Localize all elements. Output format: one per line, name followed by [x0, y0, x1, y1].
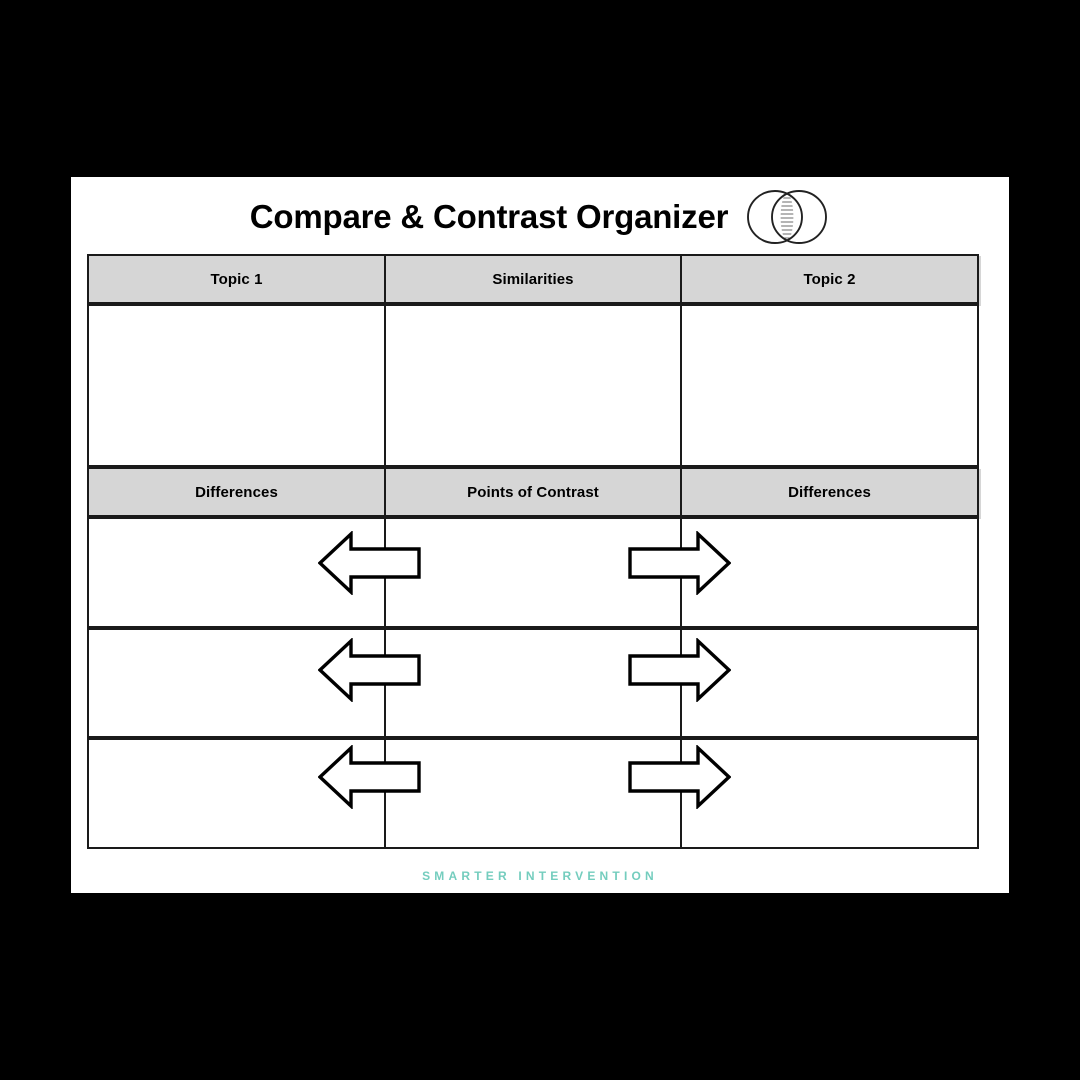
- header-label: Topic 1: [210, 270, 263, 288]
- header-label: Differences: [788, 483, 871, 501]
- header-cell-topic-1: Topic 1: [87, 254, 386, 304]
- venn-diagram-icon: [747, 189, 828, 244]
- arrow-right-icon[interactable]: [628, 745, 731, 809]
- arrow-pair-row-3: [87, 745, 981, 809]
- arrows-layer: [87, 256, 981, 851]
- arrow-left-icon[interactable]: [318, 745, 421, 809]
- table-header-row: Differences Points of Contrast Differenc…: [87, 467, 981, 519]
- table-row: [87, 517, 981, 630]
- arrow-left-icon[interactable]: [318, 638, 421, 702]
- header-cell-topic-2: Topic 2: [680, 254, 979, 304]
- arrow-right-icon[interactable]: [628, 531, 731, 595]
- page-title: Compare & Contrast Organizer: [249, 198, 729, 235]
- input-cell-topic-1[interactable]: [87, 304, 386, 467]
- table-header-row: Topic 1 Similarities Topic 2: [87, 254, 981, 306]
- input-cell-contrast-3[interactable]: [384, 738, 682, 849]
- header-label: Topic 2: [803, 270, 856, 288]
- arrow-right-icon[interactable]: [628, 638, 731, 702]
- arrow-pair-row-1: [87, 531, 981, 595]
- worksheet-footer: SMARTER INTERVENTION: [71, 867, 1009, 885]
- worksheet-card: Compare & Contrast Organizer: [71, 177, 1009, 893]
- organizer-table: Topic 1 Similarities Topic 2 Differences: [87, 254, 981, 851]
- input-cell-difference-right-1[interactable]: [680, 517, 979, 628]
- header-label: Similarities: [492, 270, 574, 288]
- table-row: [87, 738, 981, 851]
- input-cell-topic-2[interactable]: [680, 304, 979, 467]
- header-label: Differences: [195, 483, 278, 501]
- header-cell-similarities: Similarities: [384, 254, 682, 304]
- table-row: [87, 628, 981, 740]
- table-row: [87, 304, 981, 469]
- arrow-left-icon[interactable]: [318, 531, 421, 595]
- arrow-pair-row-2: [87, 638, 981, 702]
- header-cell-differences-left: Differences: [87, 467, 386, 517]
- header-label: Points of Contrast: [467, 483, 599, 501]
- input-cell-difference-left-3[interactable]: [87, 738, 386, 849]
- input-cell-difference-right-3[interactable]: [680, 738, 979, 849]
- header-cell-points-of-contrast: Points of Contrast: [384, 467, 682, 517]
- worksheet-header: Compare & Contrast Organizer: [71, 177, 1009, 256]
- input-cell-difference-right-2[interactable]: [680, 628, 979, 738]
- header-cell-differences-right: Differences: [680, 467, 979, 517]
- input-cell-similarities[interactable]: [384, 304, 682, 467]
- brand-wordmark: SMARTER INTERVENTION: [422, 869, 658, 883]
